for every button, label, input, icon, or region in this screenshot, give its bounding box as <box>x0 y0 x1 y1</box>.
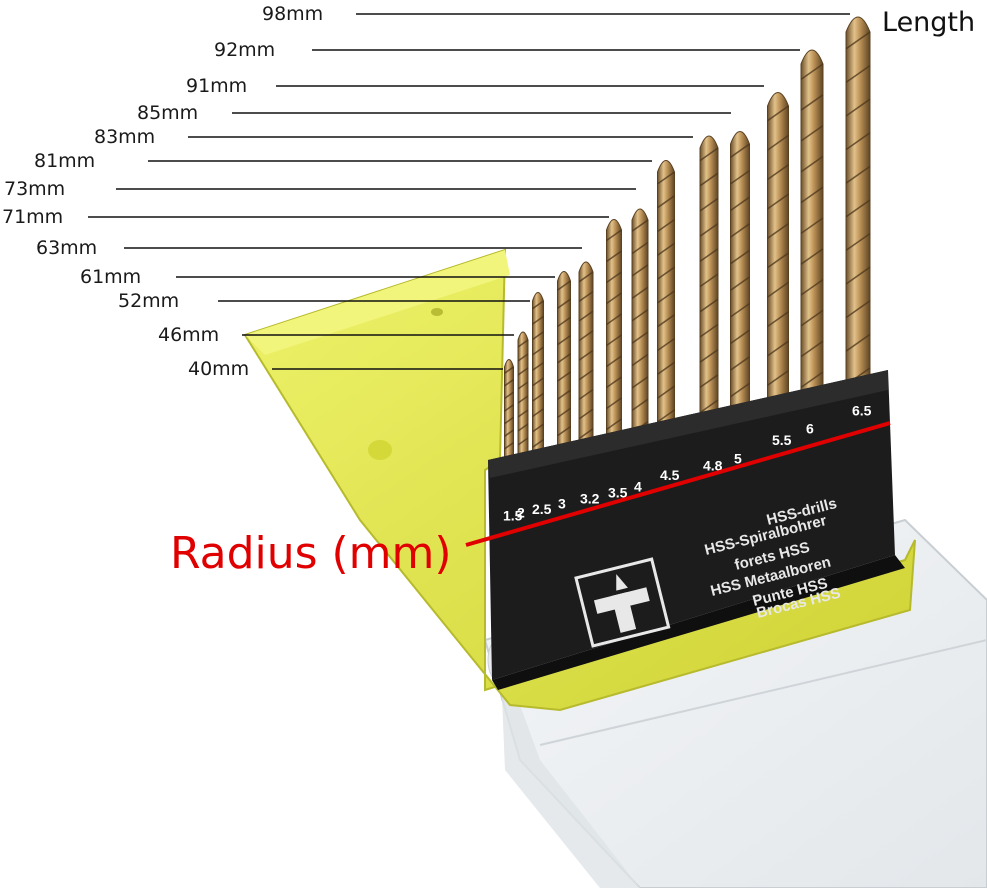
size-label: 6 <box>806 421 814 437</box>
length-title: Length <box>882 7 975 38</box>
size-label: 4 <box>634 479 642 495</box>
drill-bit <box>517 331 529 474</box>
size-label: 4.8 <box>703 457 723 473</box>
length-label: 83mm <box>94 126 155 148</box>
size-label: 3.2 <box>580 490 600 506</box>
hss-logo <box>574 557 671 648</box>
drill-bit <box>730 131 750 426</box>
length-label: 71mm <box>2 206 63 228</box>
drill-bit <box>699 135 719 439</box>
size-label: 2 <box>517 504 525 520</box>
drill-bit <box>767 92 789 417</box>
drill-bit <box>800 49 824 419</box>
drill-bit <box>631 208 649 448</box>
length-label: 46mm <box>158 324 219 346</box>
drill-bit <box>557 271 571 464</box>
drill-bit <box>532 292 544 470</box>
size-label: 5.5 <box>772 432 792 448</box>
length-label: 40mm <box>188 358 249 380</box>
size-label: 2.5 <box>532 501 552 517</box>
length-label: 98mm <box>262 3 323 25</box>
size-labels: 1.52 2.5 3 3.2 3.5 4 4.5 4.8 5 5.5 6 6.5 <box>503 403 872 524</box>
radius-leader-line <box>465 421 891 547</box>
radius-title: Radius (mm) <box>170 528 452 579</box>
size-label: 1.5 <box>503 507 523 523</box>
length-label: 61mm <box>80 266 141 288</box>
length-label: 85mm <box>137 102 198 124</box>
drill-bits <box>504 16 871 476</box>
length-label: 73mm <box>4 178 65 200</box>
size-label: 4.5 <box>660 467 680 483</box>
length-label: 63mm <box>36 237 97 259</box>
drill-bit <box>657 160 675 447</box>
size-label: 5 <box>734 451 742 467</box>
size-label: 3 <box>558 495 566 511</box>
drill-bit <box>845 16 871 400</box>
length-label: 52mm <box>118 290 179 312</box>
drill-bit <box>578 261 594 459</box>
drill-holder <box>488 370 905 690</box>
length-label: 92mm <box>214 39 275 61</box>
size-label: 3.5 <box>608 484 628 500</box>
drill-bit <box>606 219 622 453</box>
length-label: 91mm <box>186 75 247 97</box>
size-label: 6.5 <box>852 403 872 419</box>
length-label: 81mm <box>34 150 95 172</box>
